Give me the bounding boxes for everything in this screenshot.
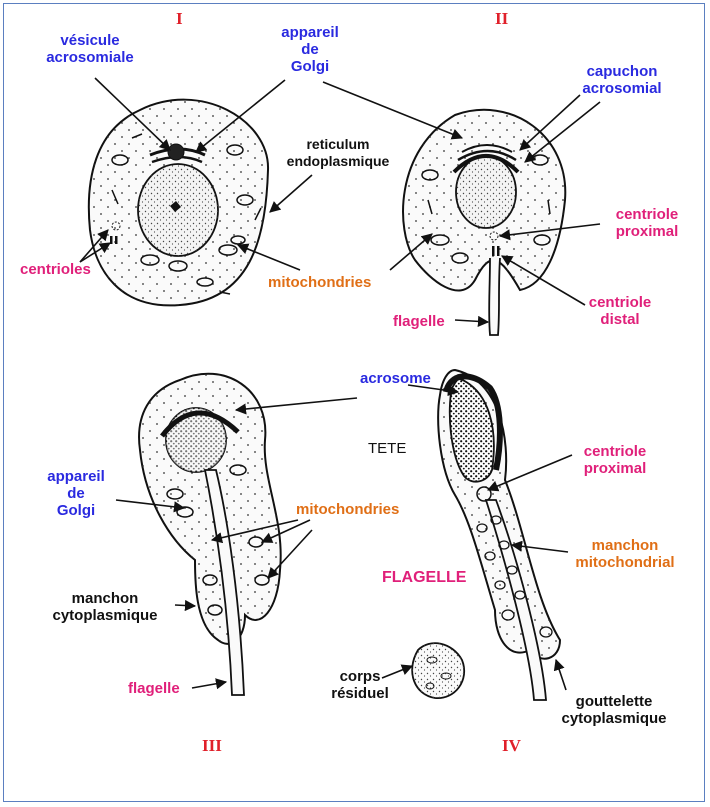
cell-stage-4 (438, 370, 560, 700)
stage-label-1: I (176, 10, 183, 27)
cell-stage-2 (403, 110, 565, 335)
label-flagelle-top: flagelle (393, 313, 445, 330)
stage-label-2: II (495, 10, 508, 27)
cell-stage-3 (139, 374, 281, 695)
label-acrosome: acrosome (360, 370, 431, 387)
label-mitochondries-top: mitochondries (268, 274, 371, 291)
label-tete: TETE (368, 440, 406, 457)
cell-stage-1 (89, 100, 268, 306)
residual-body (412, 643, 464, 698)
stage-label-3: III (202, 737, 222, 754)
stage-label-4: IV (502, 737, 521, 754)
label-flagelle-bottom: flagelle (128, 680, 180, 697)
label-centrioles: centrioles (20, 261, 91, 278)
label-mitochondries-bottom: mitochondries (296, 501, 399, 518)
label-flagelle-big: FLAGELLE (382, 569, 466, 586)
